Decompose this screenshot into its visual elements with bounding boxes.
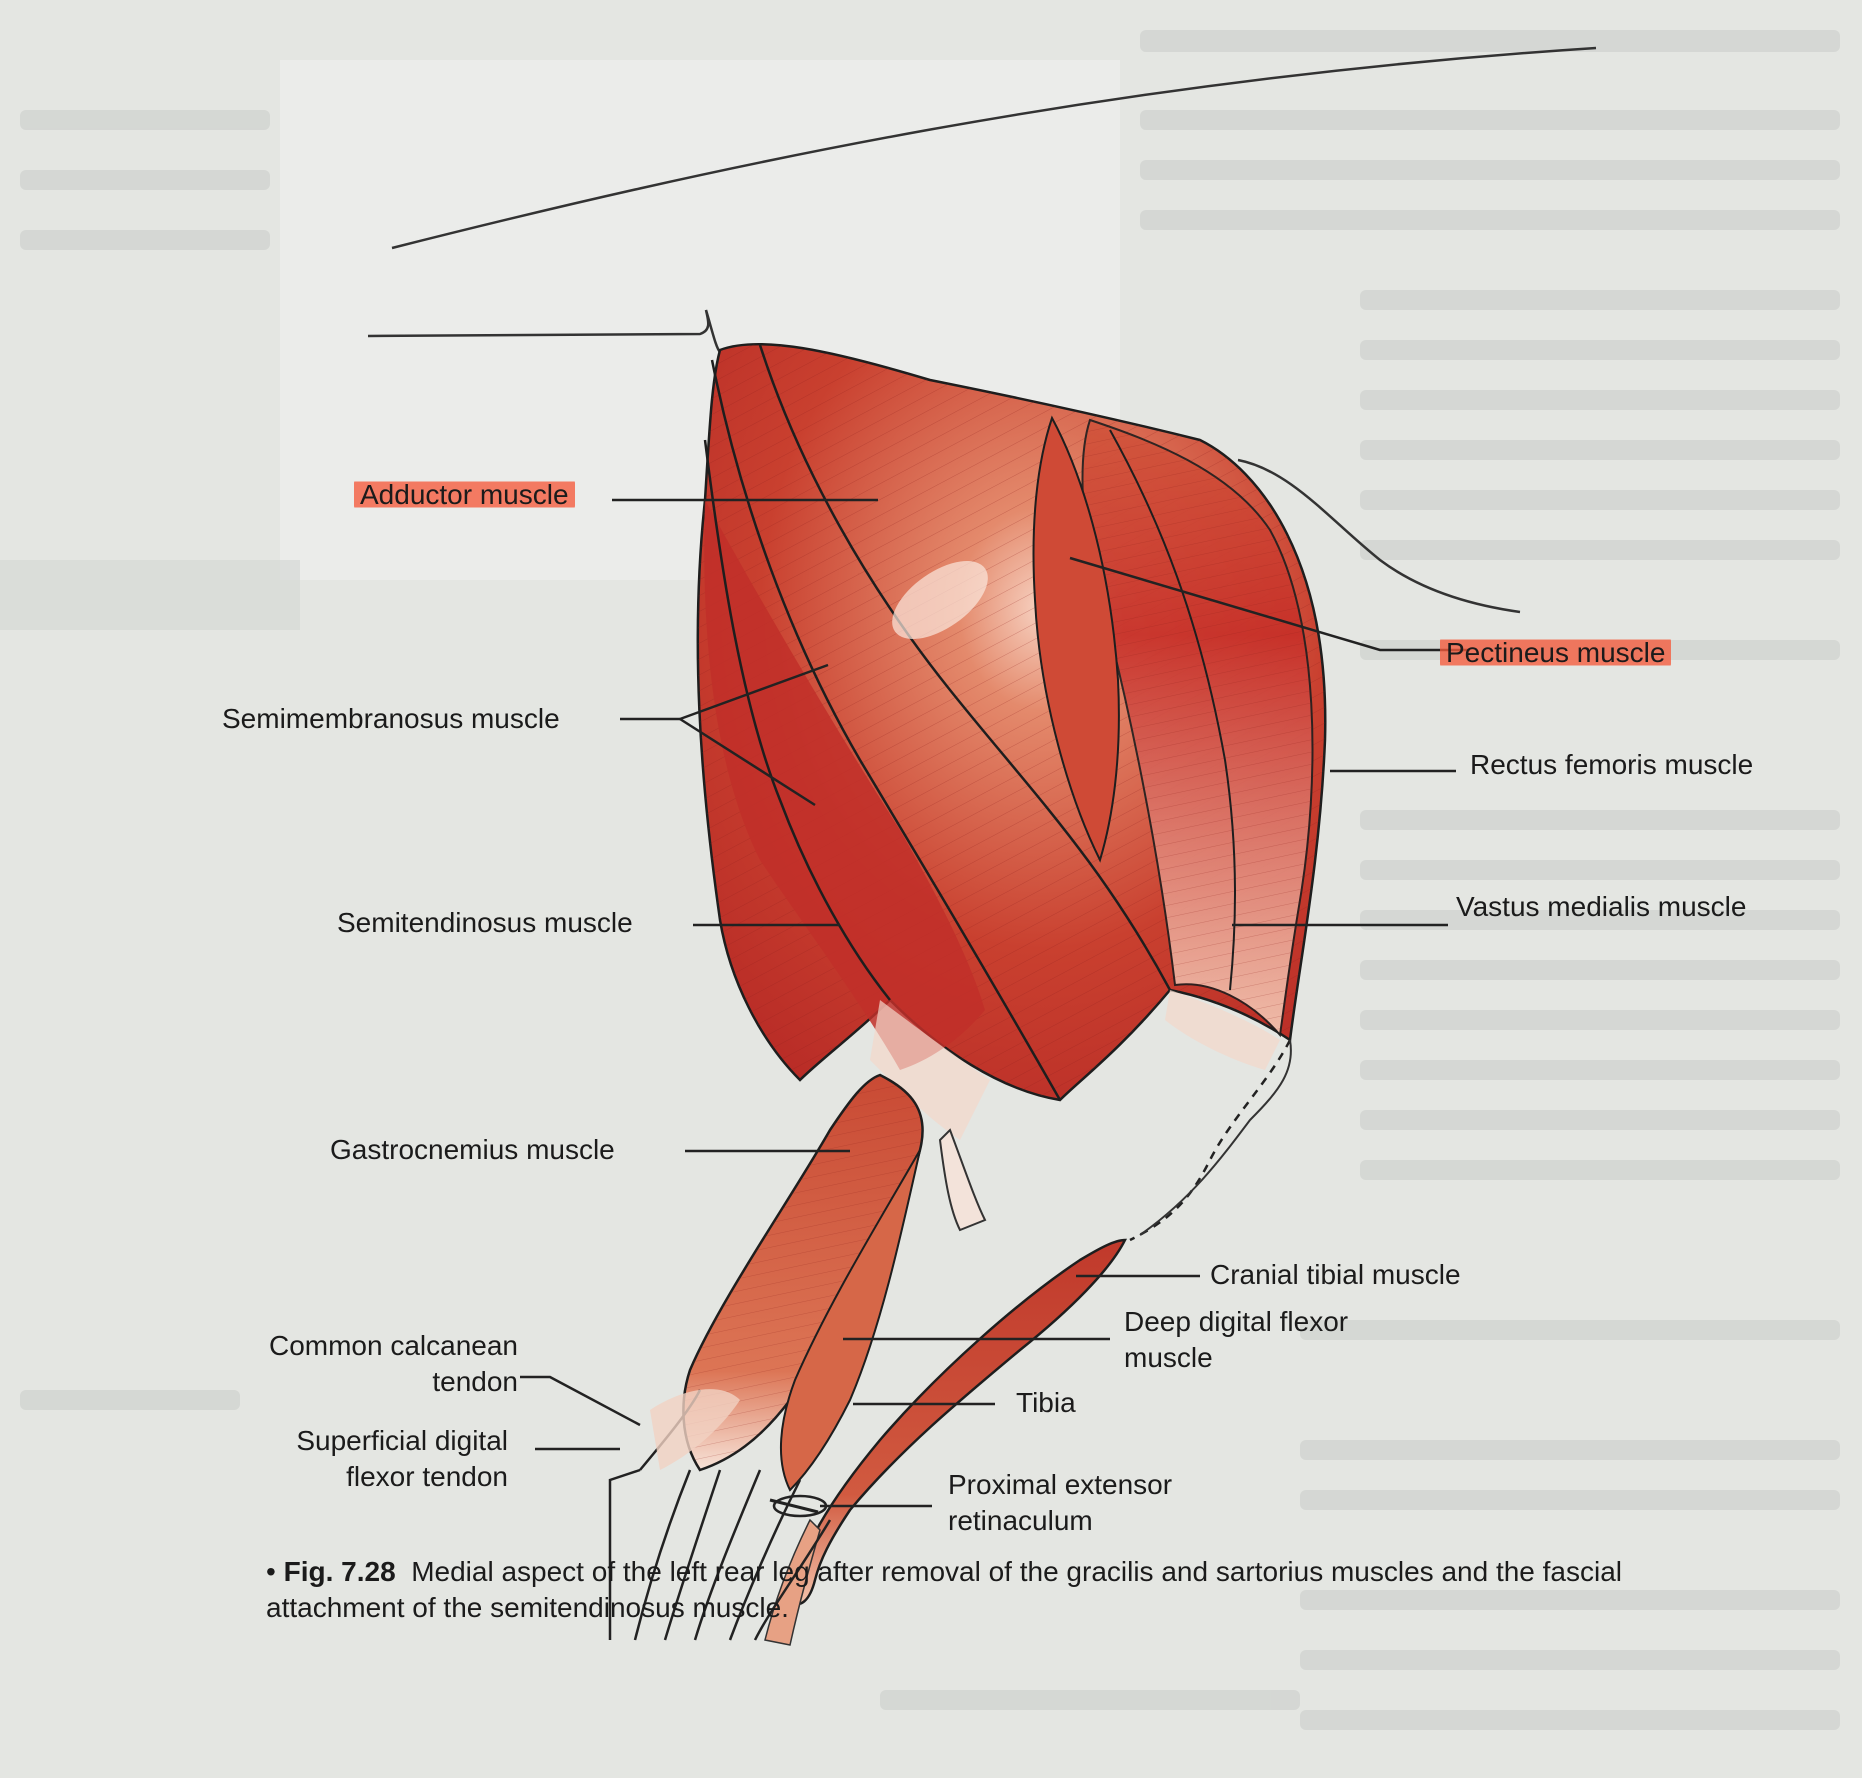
label-vastus-medialis-muscle: Vastus medialis muscle [1456, 891, 1747, 922]
caption-figure-number: Fig. 7.28 [283, 1556, 396, 1587]
label-pectineus-muscle: Pectineus muscle [1440, 636, 1672, 670]
label-deep-digital-flexor-line1: Deep digital flexor [1124, 1306, 1349, 1337]
label-superficial-digital-line2: flexor tendon [346, 1461, 508, 1492]
label-adductor-muscle: Adductor muscle [354, 478, 575, 512]
label-tibia: Tibia [1016, 1387, 1076, 1418]
label-semimembranosus-muscle: Semimembranosus muscle [222, 703, 560, 734]
label-gastrocnemius-muscle: Gastrocnemius muscle [330, 1134, 615, 1165]
label-proximal-extensor-line2: retinaculum [948, 1505, 1093, 1536]
label-deep-digital-flexor-line2: muscle [1124, 1342, 1213, 1373]
figure-caption: • Fig. 7.28 Medial aspect of the left re… [266, 1554, 1746, 1626]
label-cranial-tibial-muscle: Cranial tibial muscle [1210, 1259, 1461, 1290]
label-superficial-digital-line1: Superficial digital [296, 1425, 508, 1456]
label-common-calcanean-line2: tendon [432, 1366, 518, 1397]
thigh-muscles [696, 342, 1327, 1140]
label-common-calcanean-line1: Common calcanean [268, 1330, 518, 1361]
label-rectus-femoris-muscle: Rectus femoris muscle [1470, 749, 1754, 780]
cranial-tibial [788, 1238, 1128, 1606]
caption-bullet: • [266, 1556, 284, 1587]
caption-text: Medial aspect of the left rear leg after… [266, 1556, 1623, 1623]
label-proximal-extensor-line1: Proximal extensor [948, 1469, 1173, 1500]
leader-lines [520, 498, 1470, 1508]
label-semitendinosus-muscle: Semitendinosus muscle [337, 907, 633, 938]
